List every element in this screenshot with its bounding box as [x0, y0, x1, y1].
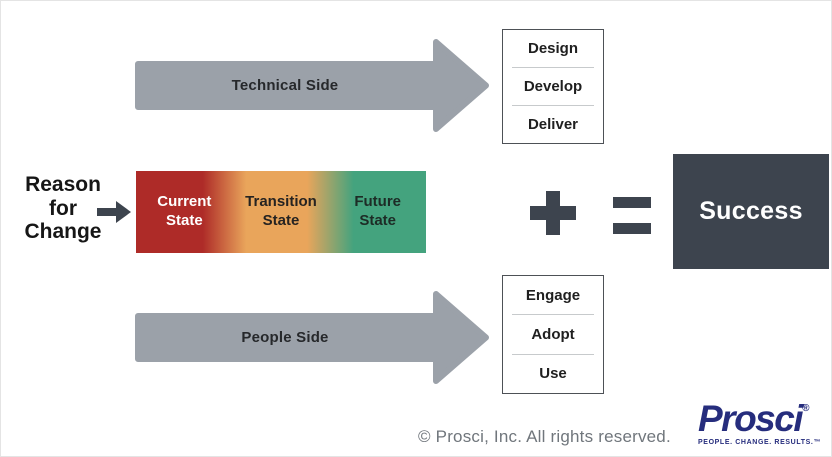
equals-sign-icon — [613, 197, 651, 234]
right-arrow-icon — [135, 291, 489, 384]
current-state-label: Current State — [157, 193, 212, 229]
divider — [512, 67, 594, 68]
equals-bottom-bar — [613, 223, 651, 234]
prosci-logo: Prosci® PEOPLE. CHANGE. RESULTS.™ — [698, 400, 830, 446]
outcome-use: Use — [539, 365, 567, 383]
divider — [512, 353, 594, 355]
prosci-tagline: PEOPLE. CHANGE. RESULTS.™ — [698, 439, 822, 446]
technical-outcomes-box: Design Develop Deliver — [502, 29, 604, 144]
reason-for-change-label: Reason for Change — [24, 173, 102, 244]
registered-mark: ® — [802, 403, 810, 414]
change-states-bar: Current State Transition State Future St… — [136, 171, 426, 253]
prosci-wordmark: Prosci® — [698, 400, 830, 437]
people-side-label: People Side — [241, 329, 329, 346]
reason-arrow-icon — [97, 200, 131, 224]
outcome-deliver: Deliver — [527, 116, 579, 133]
right-arrow-icon — [135, 39, 489, 132]
transition-state-label: Transition State — [245, 193, 317, 229]
plus-sign-icon — [530, 191, 576, 235]
success-box: Success — [673, 154, 829, 269]
outcome-develop: Develop — [523, 78, 583, 95]
prosci-wordmark-text: Prosci — [698, 398, 804, 439]
plus-vertical-bar — [546, 191, 560, 235]
success-label: Success — [699, 197, 803, 225]
copyright-text: © Prosci, Inc. All rights reserved. — [418, 427, 671, 446]
people-outcomes-box: Engage Adopt Use — [502, 275, 604, 394]
technical-side-arrow: Technical Side — [134, 38, 491, 133]
divider — [512, 314, 594, 316]
future-state-label: Future State — [354, 193, 402, 229]
outcome-adopt: Adopt — [531, 325, 575, 343]
people-side-arrow: People Side — [134, 290, 491, 385]
outcome-design: Design — [527, 40, 578, 57]
technical-side-label: Technical Side — [231, 77, 339, 94]
equals-top-bar — [613, 197, 651, 208]
outcome-engage: Engage — [525, 286, 581, 304]
divider — [512, 105, 594, 106]
